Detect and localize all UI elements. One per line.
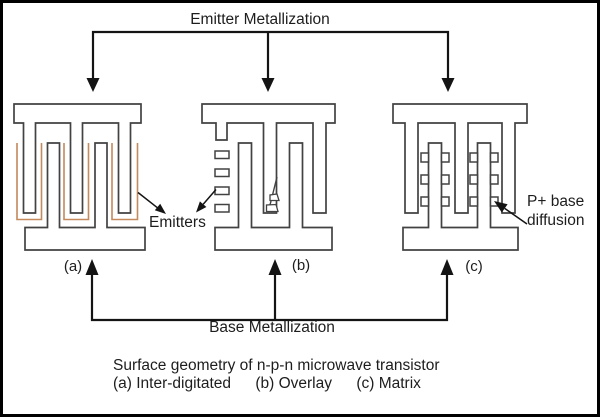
caption-item-interdigitated: (a) Inter-digitated bbox=[113, 375, 232, 392]
p-base-leader-line bbox=[504, 207, 528, 225]
p-base-diffusion-label: P+ base diffusion bbox=[527, 193, 584, 230]
overlay-hidden-emitter-site-2 bbox=[265, 203, 279, 213]
overlay-base-comb bbox=[214, 142, 333, 251]
p-base-diffusion-tab-1 bbox=[420, 152, 430, 163]
caption-legend: (a) Inter-digitated (b) Overlay (c) Matr… bbox=[113, 375, 421, 393]
emitter-metallization-connector bbox=[91, 30, 450, 80]
caption-item-matrix: (c) Matrix bbox=[356, 375, 421, 392]
p-base-diffusion-tab-11 bbox=[489, 174, 499, 185]
p-base-diffusion-label-line2: diffusion bbox=[527, 211, 585, 229]
overlay-emitter-site-1 bbox=[214, 150, 230, 160]
structure-a-label: (a) bbox=[63, 258, 83, 275]
p-base-diffusion-tab-5 bbox=[440, 174, 450, 185]
overlay-emitter-comb bbox=[201, 103, 336, 214]
arrows bbox=[85, 30, 528, 322]
p-base-leader-head bbox=[494, 201, 508, 213]
emitter-region-outline-3 bbox=[111, 143, 139, 221]
base-metallization-label: Base Metallization bbox=[209, 319, 335, 336]
base-metallization-connector bbox=[90, 274, 449, 322]
structure-outlines bbox=[13, 103, 528, 251]
p-base-diffusion-tab-12 bbox=[489, 196, 499, 207]
caption-title: Surface geometry of n-p-n microwave tran… bbox=[113, 357, 440, 374]
p-base-diffusion-tab-9 bbox=[469, 196, 479, 207]
emitter-arrowhead-left bbox=[86, 78, 100, 92]
emitters-label: Emitters bbox=[149, 214, 206, 231]
p-base-diffusion-tab-2 bbox=[420, 174, 430, 185]
caption-item-overlay: (b) Overlay bbox=[255, 375, 332, 392]
overlay-emitter-site-2 bbox=[214, 168, 230, 178]
interdigitated-base-comb bbox=[24, 142, 146, 251]
base-arrowhead-right bbox=[440, 259, 454, 275]
matrix-base-comb bbox=[402, 142, 519, 251]
p-base-diffusion-label-line1: P+ base bbox=[527, 193, 585, 210]
emitter-metallization-label: Emitter Metallization bbox=[190, 11, 330, 28]
emitters-leader-right-head bbox=[196, 201, 207, 213]
p-base-diffusion-tab-7 bbox=[469, 152, 479, 163]
emitters-leader-right-line bbox=[202, 189, 217, 205]
structure-c-label: (c) bbox=[465, 258, 483, 275]
emitter-region-outline-2 bbox=[63, 143, 90, 221]
base-arrowhead-middle bbox=[268, 259, 282, 275]
emitter-arrowhead-middle bbox=[261, 78, 275, 92]
p-base-diffusion-tab-6 bbox=[440, 196, 450, 207]
p-base-diffusion-tab-3 bbox=[420, 196, 430, 207]
overlay-emitter-site-3 bbox=[214, 186, 230, 196]
p-base-diffusion-tab-10 bbox=[489, 152, 499, 163]
overlay-hidden-emitter-site-1 bbox=[269, 193, 280, 202]
emitters-leader-left-head bbox=[154, 203, 166, 214]
structure-b-label: (b) bbox=[291, 257, 311, 274]
emitters-leader-left-line bbox=[137, 191, 158, 209]
emitter-arrowhead-right bbox=[441, 78, 455, 92]
matrix-emitter-comb bbox=[392, 103, 528, 214]
emitter-region-outline-1 bbox=[16, 143, 43, 221]
p-base-diffusion-tab-4 bbox=[440, 152, 450, 163]
p-base-diffusion-tab-8 bbox=[469, 174, 479, 185]
interdigitated-emitter-comb bbox=[13, 103, 142, 214]
overlay-emitter-site-4 bbox=[214, 203, 230, 213]
base-arrowhead-left bbox=[85, 259, 99, 275]
emitter-region-outlines bbox=[16, 143, 139, 221]
